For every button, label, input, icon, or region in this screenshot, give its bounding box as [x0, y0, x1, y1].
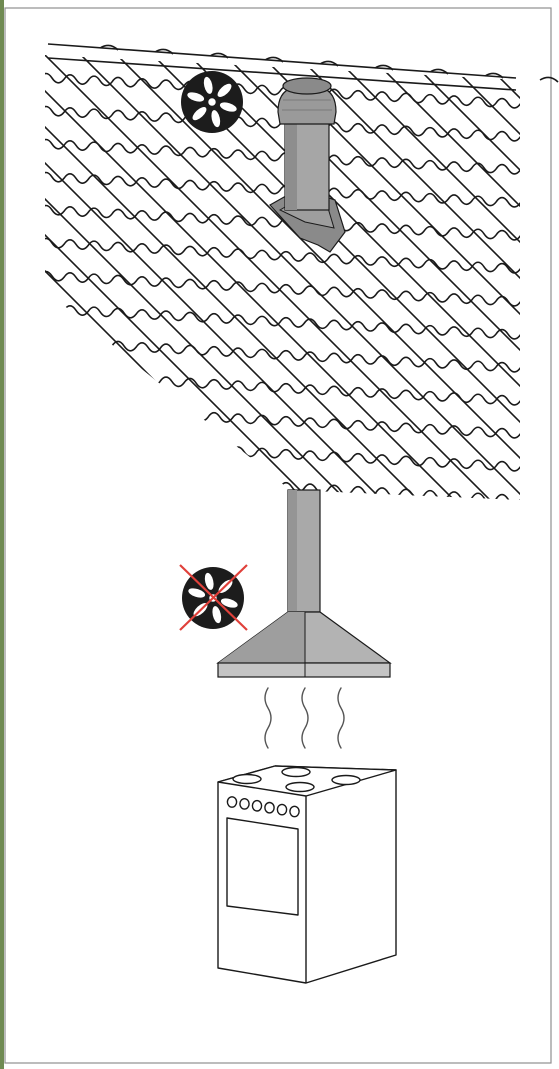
stove-knob — [290, 806, 299, 816]
fan-crossed-icon — [180, 565, 247, 630]
stove-knob — [265, 803, 274, 813]
stove-icon — [218, 766, 396, 983]
stove-knob — [240, 799, 249, 809]
stove-knob — [277, 804, 286, 814]
stove-knob — [252, 801, 261, 811]
fan-icon — [181, 71, 243, 133]
left-photo-strip — [0, 0, 4, 1069]
stove-knob — [227, 797, 236, 807]
